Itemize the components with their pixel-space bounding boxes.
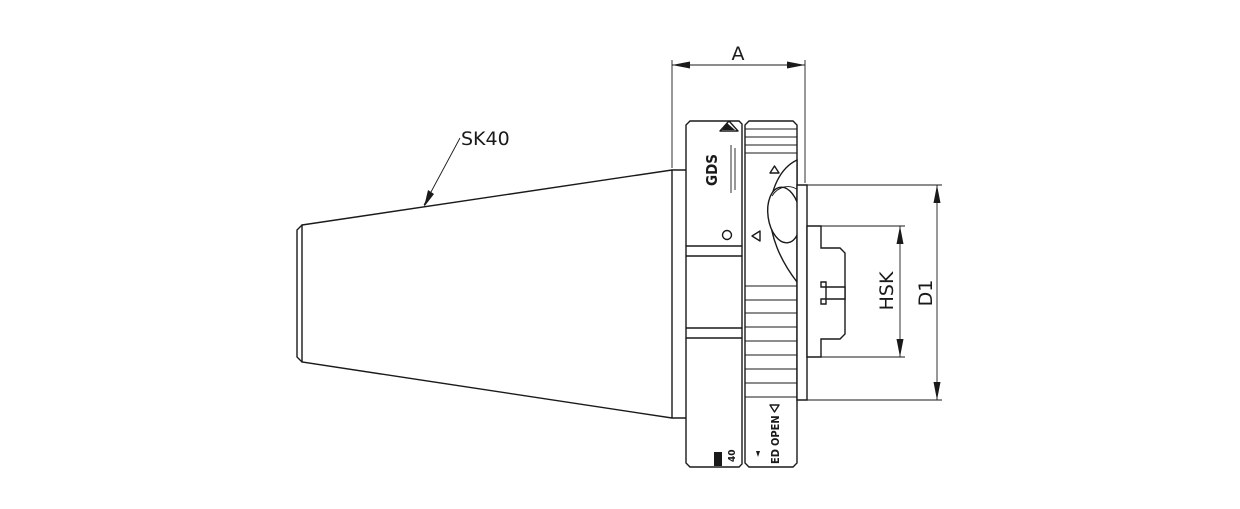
- flange-triangle-fill: [722, 123, 735, 130]
- open-engraving: OPEN: [769, 415, 782, 446]
- ring-step: [796, 184, 808, 401]
- closed-arrow: [756, 451, 760, 457]
- dimension-a: [671, 60, 806, 183]
- left-flange: [685, 120, 743, 468]
- flange-warning-triangle: [719, 120, 739, 132]
- key-icon-engraving: [714, 452, 722, 466]
- ring-arrow-mid: [751, 230, 761, 242]
- size-engraving: 40: [727, 449, 738, 462]
- dimension-hsk-label: HSK: [876, 271, 898, 310]
- dimension-d1: [807, 184, 942, 401]
- sk40-label: SK40: [461, 128, 510, 150]
- top-knurling: [745, 128, 797, 154]
- gds-logo-engraving: GDS: [703, 154, 721, 186]
- sk40-taper: [296, 169, 688, 419]
- indicator-dot: [721, 229, 733, 241]
- dimension-a-label: A: [732, 43, 745, 65]
- closed-engraving: ED: [769, 449, 782, 464]
- hsk-keyway-slot: [820, 281, 846, 305]
- sk40-leader: [423, 137, 461, 207]
- lever-highlight: [771, 186, 799, 197]
- dimension-d1-label: D1: [915, 280, 937, 307]
- ring-arrow-top: [769, 165, 780, 174]
- bottom-knurling: [745, 285, 797, 398]
- dimension-hsk: [807, 225, 905, 358]
- open-arrow: [769, 404, 780, 413]
